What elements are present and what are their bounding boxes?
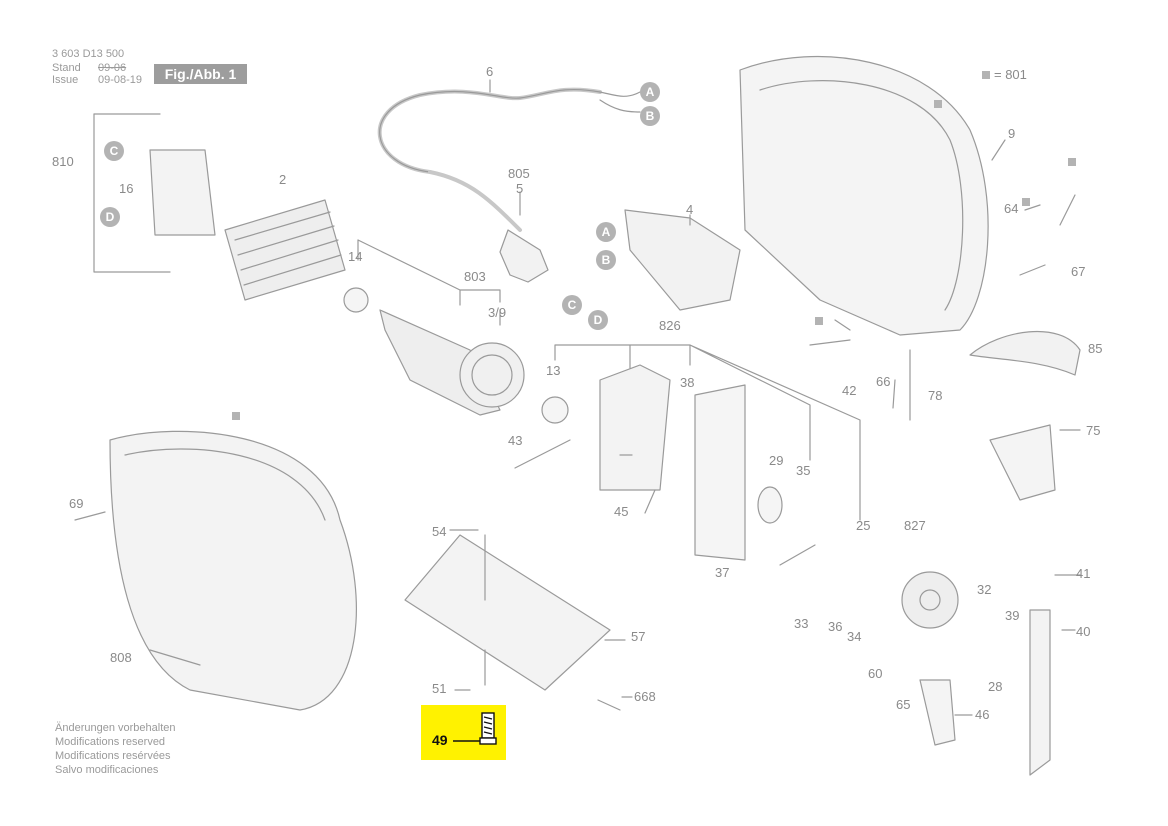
part-label: 827: [904, 518, 926, 533]
part-label: 805: [508, 166, 530, 181]
marker-square: [1068, 158, 1076, 166]
highlighted-part-number: 49: [432, 732, 448, 748]
gear-housing: [599, 364, 671, 491]
marker-square: [232, 412, 240, 420]
part-label: 826: [659, 318, 681, 333]
part-label: 43: [508, 433, 523, 448]
part-label: 4: [686, 202, 694, 217]
marker-square: [934, 100, 942, 108]
part-label: 69: [69, 496, 84, 511]
part-label: 66: [876, 374, 891, 389]
cover-75: [989, 424, 1056, 501]
callout-d: D: [100, 207, 120, 227]
part-label: 37: [715, 565, 730, 580]
plate: [694, 384, 746, 561]
doc-number: 3 603 D13 500: [52, 48, 125, 60]
power-cord: [377, 87, 602, 174]
modification-notes: Änderungen vorbehalten Modifications res…: [55, 721, 175, 777]
part-label: 25: [856, 518, 871, 533]
blade-holder-40: [1029, 609, 1051, 776]
stator: [224, 199, 346, 301]
lever-46: [919, 679, 956, 746]
issue-date: 09-08-19: [98, 74, 143, 86]
part-label: 34: [847, 629, 862, 644]
part-label: 36: [828, 619, 843, 634]
note-line: Salvo modificaciones: [55, 764, 159, 776]
part-label: 40: [1076, 624, 1091, 639]
part-label: 14: [348, 249, 363, 264]
part-label: 6: [486, 64, 494, 79]
note-line: Modifications resérvées: [55, 750, 171, 762]
part-label: 808: [110, 650, 132, 665]
marker-note: = 801: [994, 67, 1027, 82]
part-label: 5: [516, 181, 524, 196]
part-label: 32: [977, 582, 992, 597]
part-label: 60: [868, 666, 883, 681]
part-label: 46: [975, 707, 990, 722]
callout-b: B: [640, 106, 660, 126]
part-label: 35: [796, 463, 811, 478]
callout-a: A: [596, 222, 616, 242]
part-label: 51: [432, 681, 447, 696]
callout-a: A: [640, 82, 660, 102]
callout-c: C: [562, 295, 582, 315]
marker-square: [982, 71, 990, 79]
part-label: 64: [1004, 201, 1019, 216]
guard-85: [969, 330, 1081, 376]
part-label: 13: [546, 363, 561, 378]
note-line: Änderungen vorbehalten: [55, 722, 176, 734]
part-label: 54: [432, 524, 447, 539]
issue-label: Issue: [52, 74, 79, 86]
part-label: 45: [614, 504, 629, 519]
callout-b: B: [596, 250, 616, 270]
marker-square: [815, 317, 823, 325]
part-label: 78: [928, 388, 943, 403]
part-label: 75: [1086, 423, 1101, 438]
housing-half-right: [739, 55, 989, 336]
callout-c: C: [104, 141, 124, 161]
screw-49-icon: [453, 712, 497, 745]
part-label: 41: [1076, 566, 1091, 581]
part-label: 38: [680, 375, 695, 390]
part-label: 2: [279, 172, 287, 187]
base-plate: [404, 534, 611, 691]
old-date: 09-06: [98, 62, 127, 74]
callout-d: D: [588, 310, 608, 330]
part-label: 3/9: [488, 305, 507, 320]
part-label: 65: [896, 697, 911, 712]
part-label: 29: [769, 453, 784, 468]
note-line: Modifications reserved: [55, 736, 166, 748]
part-label: 16: [119, 181, 134, 196]
part-label: 810: [52, 154, 74, 169]
switch: [624, 209, 741, 311]
figure-label: Fig./Abb. 1: [154, 64, 247, 84]
part-label: 33: [794, 616, 809, 631]
part-label: 67: [1071, 264, 1086, 279]
part-label: 85: [1088, 341, 1103, 356]
marker-square: [1022, 198, 1030, 206]
part-label: 9: [1008, 126, 1016, 141]
housing-half-left: [109, 430, 357, 711]
part-label: 668: [634, 689, 656, 704]
part-label: 39: [1005, 608, 1020, 623]
part-label: 57: [631, 629, 646, 644]
plug: [499, 229, 549, 283]
part-label: 803: [464, 269, 486, 284]
brush-holder: [149, 149, 216, 236]
stand-label: Stand: [52, 62, 81, 74]
part-label: 28: [988, 679, 1003, 694]
part-label: 42: [842, 383, 857, 398]
